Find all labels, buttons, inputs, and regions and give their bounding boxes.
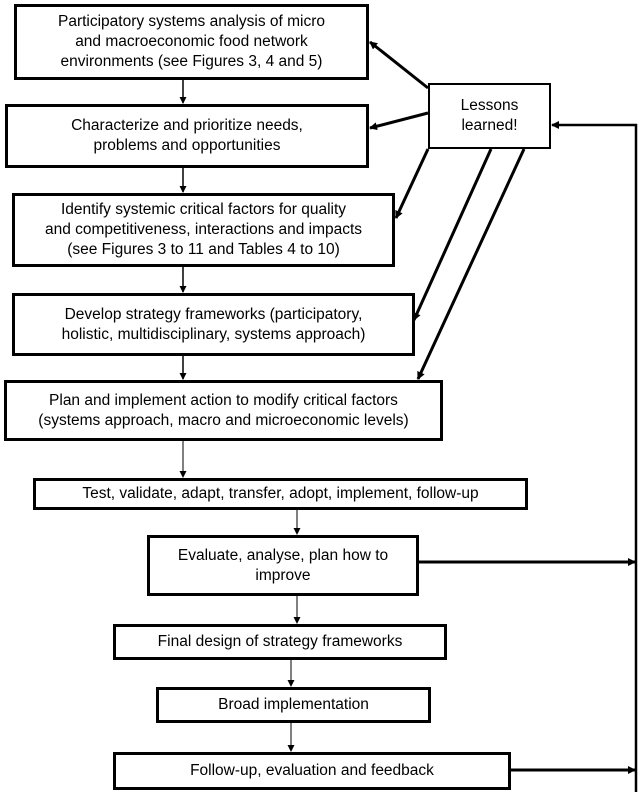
step-final-design: Final design of strategy frameworks: [113, 624, 447, 660]
feedback-loop-line: [551, 121, 638, 792]
step-identify-critical-factors: Identify systemic critical factors for q…: [12, 193, 395, 267]
step-label: Evaluate, analyse, plan how to improve: [177, 546, 389, 584]
arrow-lessons-to-s1: [369, 40, 429, 90]
step-test-validate: Test, validate, adapt, transfer, adopt, …: [33, 478, 528, 510]
lessons-learned-box: Lessons learned!: [428, 83, 551, 149]
step-label: Test, validate, adapt, transfer, adopt, …: [82, 485, 479, 502]
arrow-lessons-to-s4: [412, 148, 493, 321]
step-label: Follow-up, evaluation and feedback: [190, 762, 434, 779]
step-label: Characterize and prioritize needs, probl…: [71, 117, 303, 154]
lessons-label: Lessons learned!: [460, 97, 519, 134]
step-characterize-needs: Characterize and prioritize needs, probl…: [5, 104, 369, 168]
arrow-lessons-to-s5: [416, 148, 526, 380]
step-follow-up-feedback: Follow-up, evaluation and feedback: [113, 752, 511, 790]
step-plan-implement: Plan and implement action to modify crit…: [4, 380, 443, 441]
step-label: Identify systemic critical factors for q…: [44, 201, 363, 258]
arrow-lessons-to-s3: [394, 148, 430, 219]
step-label: Plan and implement action to modify crit…: [38, 391, 409, 429]
step-label: Participatory systems analysis of micro …: [57, 13, 326, 70]
step-evaluate-analyse: Evaluate, analyse, plan how to improve: [147, 535, 419, 596]
step-develop-strategy: Develop strategy frameworks (participato…: [12, 293, 415, 356]
step-label: Broad implementation: [218, 696, 369, 713]
step-broad-implementation: Broad implementation: [156, 687, 431, 723]
step-label: Develop strategy frameworks (participato…: [61, 305, 366, 343]
step-participatory-analysis: Participatory systems analysis of micro …: [14, 4, 369, 80]
arrow-lessons-to-s2: [369, 111, 429, 131]
step-label: Final design of strategy frameworks: [157, 633, 403, 650]
